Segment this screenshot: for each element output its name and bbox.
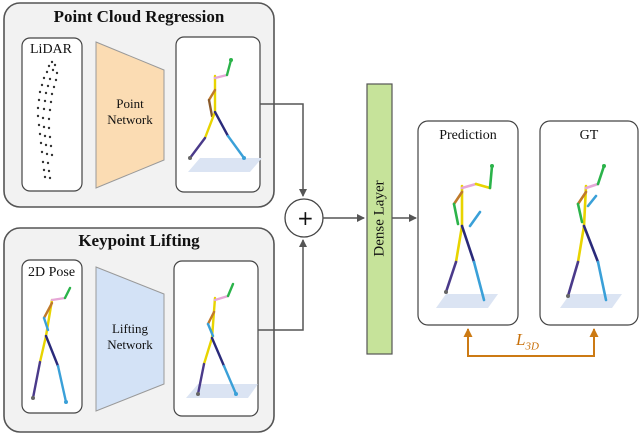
pose2d-box bbox=[21, 259, 83, 414]
regression-skeleton bbox=[188, 58, 262, 172]
pose2d-label: 2D Pose bbox=[28, 265, 76, 280]
lidar-label: LiDAR bbox=[30, 42, 72, 57]
lifting-title: Keypoint Lifting bbox=[78, 231, 200, 250]
lifting-network-label: Lifting Network bbox=[100, 321, 160, 353]
lidar-box bbox=[21, 37, 83, 192]
regression-output-box bbox=[175, 36, 261, 193]
gt-label: GT bbox=[579, 128, 599, 143]
lidar-point-cloud bbox=[36, 60, 59, 180]
point-network-line1: Point bbox=[116, 96, 144, 111]
loss-symbol: L bbox=[516, 330, 526, 349]
prediction-label: Prediction bbox=[439, 128, 497, 143]
dense-layer-block bbox=[366, 83, 393, 355]
gt-skeleton bbox=[560, 164, 622, 308]
lifting-to-fusion-arrow bbox=[258, 239, 307, 331]
fusion-plus-symbol: + bbox=[297, 206, 314, 230]
dense-layer-label: Dense Layer bbox=[371, 180, 388, 257]
gt-box bbox=[539, 120, 639, 326]
lifting-network-line1: Lifting bbox=[111, 321, 149, 336]
pose2d-skeleton bbox=[31, 286, 72, 404]
lifting-network-line2: Network bbox=[107, 337, 153, 352]
point-network-label: Point Network bbox=[100, 96, 160, 128]
lifting-output-box bbox=[173, 260, 259, 417]
prediction-skeleton bbox=[436, 164, 498, 308]
point-network-line2: Network bbox=[107, 112, 153, 127]
loss-label: L3D bbox=[516, 330, 539, 352]
regression-to-fusion-arrow bbox=[260, 103, 307, 197]
prediction-box bbox=[417, 120, 519, 326]
loss-arrow bbox=[463, 328, 599, 357]
loss-subscript: 3D bbox=[525, 340, 539, 353]
lifting-network-block bbox=[95, 266, 165, 412]
lifting-skeleton bbox=[186, 282, 258, 398]
point-network-block bbox=[95, 41, 165, 189]
regression-title: Point Cloud Regression bbox=[53, 7, 225, 26]
